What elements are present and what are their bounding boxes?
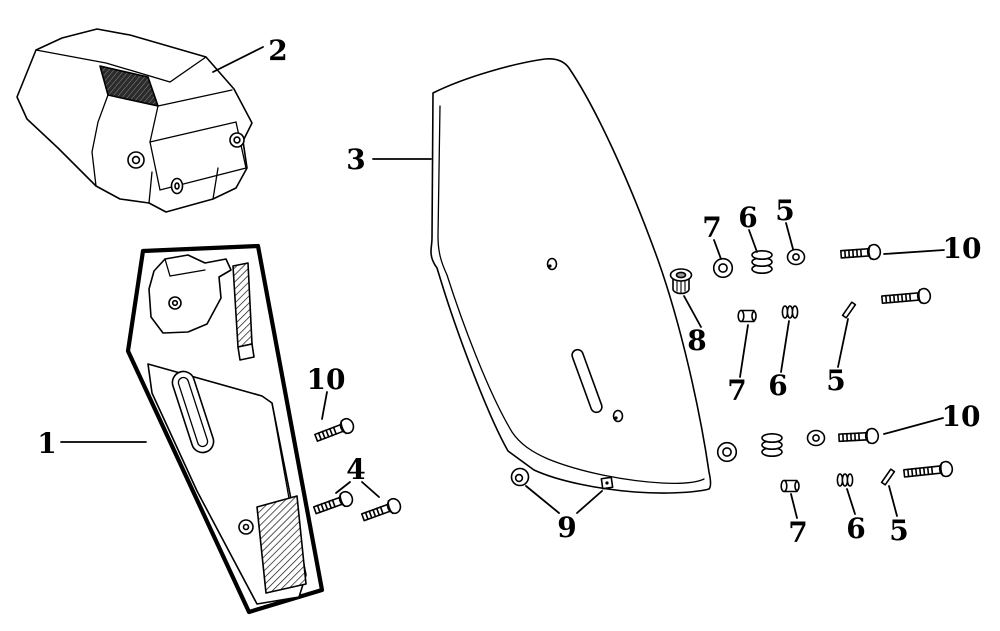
part-3-hole-lower [612,409,624,423]
part-1-slot [171,370,215,454]
part-4-screw-b [359,496,404,526]
part-7-collar [716,441,738,463]
part-9-nut [510,467,530,487]
part-6-grommet [761,432,783,458]
part-3-hole-upper-dot [548,264,552,268]
leader-line [361,481,380,498]
part-5-washer [806,429,826,447]
callout-6-mid-label: 6 [768,369,787,402]
part-7-spacer [780,479,800,493]
leader-line [321,391,328,420]
leader-line [713,239,722,260]
leader-lines [60,46,945,519]
part-3-windshield [430,58,712,494]
part-10-screw [839,243,882,263]
part-5-washer [786,248,806,266]
part-10-screw-long [902,460,954,482]
callout-7-bottom-label: 7 [788,516,807,549]
callout-2-label: 2 [268,34,287,67]
callout-5-mid-label: 5 [826,364,845,397]
leader-line [888,485,898,517]
callout-6-bottom-label: 6 [846,512,865,545]
callout-5-top-label: 5 [775,194,794,227]
leader-line [846,488,856,515]
leader-line [883,417,944,435]
callout-10-left-label: 10 [307,363,346,396]
part-5-pin [880,468,896,486]
callout-9-label: 9 [557,511,576,544]
leader-line [576,490,603,514]
leader-line [785,222,794,250]
part-6-grommet [751,250,773,275]
leader-line [525,485,560,514]
leader-line [780,320,790,373]
part-4-screw-a [311,489,356,519]
part-9-clip [600,476,614,490]
part-3-hole-upper [546,257,558,271]
callout-10-lower-label: 10 [942,400,981,433]
part-3-hole-lower-dot [614,416,618,420]
part-1-bracket-panel [125,243,325,615]
part-10-screw [837,427,880,446]
leader-line [790,493,798,519]
part-1-grille [256,495,307,594]
part-6-sleeve [836,473,854,487]
callout-5-bottom-label: 5 [889,514,908,547]
leader-line [739,324,749,378]
part-7-collar [712,257,734,279]
part-8-nut [669,268,693,295]
part-3-slot [571,348,603,414]
callout-1-label: 1 [37,427,56,460]
leader-line [748,229,758,253]
callout-3-label: 3 [346,143,365,176]
part-3-outline [430,58,712,494]
part-6-sleeve [781,305,799,319]
callout-7-top-label: 7 [702,211,721,244]
part-2-instrument-cluster [16,28,253,213]
part-5-pin [841,301,857,319]
hardware-lower-group [716,427,954,493]
leader-line [335,481,351,494]
leader-line [683,295,702,328]
part-10-screw-long [880,287,932,308]
callout-8-label: 8 [687,324,706,357]
part-2-body [16,28,253,213]
part-10-screw-left [312,416,357,446]
part-7-spacer [737,309,757,323]
callout-4-label: 4 [346,453,365,486]
callout-7-mid-label: 7 [727,374,746,407]
hardware-misc [311,416,614,526]
hardware-upper-group [669,243,932,323]
callout-6-top-label: 6 [738,201,757,234]
callout-10-top-label: 10 [943,232,982,265]
part-3-edge-thickness-line [437,105,705,485]
leader-line [883,249,945,255]
leader-line [212,46,264,73]
callout-labels: 2 3 1 10 4 7 6 5 10 8 7 6 5 10 9 7 6 5 [37,34,981,549]
leader-line [837,318,849,368]
